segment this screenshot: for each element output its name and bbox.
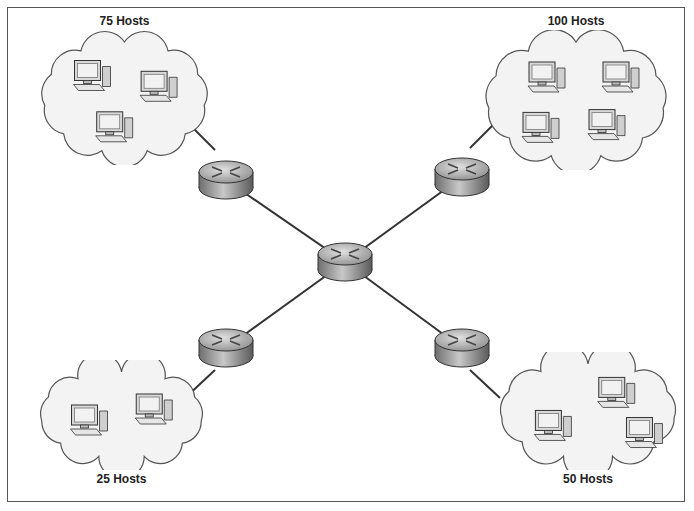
cloud-outline bbox=[476, 30, 676, 170]
host-count-label: 50 Hosts bbox=[485, 470, 691, 488]
host-computer bbox=[534, 410, 571, 440]
host-computer bbox=[625, 418, 662, 448]
host-cloud: 25 Hosts bbox=[25, 360, 218, 488]
host-count-label: 25 Hosts bbox=[25, 470, 218, 488]
host-computer bbox=[522, 112, 559, 142]
host-computer bbox=[96, 112, 133, 142]
host-computer bbox=[588, 110, 625, 140]
host-computer bbox=[140, 71, 177, 101]
host-cloud: 100 Hosts bbox=[472, 12, 680, 170]
host-computer bbox=[602, 62, 639, 92]
host-computer bbox=[71, 405, 108, 435]
cloud-outline bbox=[29, 360, 214, 470]
host-computer bbox=[528, 62, 565, 92]
host-cloud: 50 Hosts bbox=[485, 352, 691, 488]
cloud-outline bbox=[32, 30, 217, 165]
host-computer bbox=[74, 61, 111, 91]
host-cloud: 75 Hosts bbox=[28, 12, 221, 165]
host-computer bbox=[135, 394, 172, 424]
cloud-outline bbox=[489, 352, 687, 470]
host-count-label: 75 Hosts bbox=[28, 12, 221, 30]
host-computer bbox=[598, 377, 635, 407]
host-count-label: 100 Hosts bbox=[472, 12, 680, 30]
